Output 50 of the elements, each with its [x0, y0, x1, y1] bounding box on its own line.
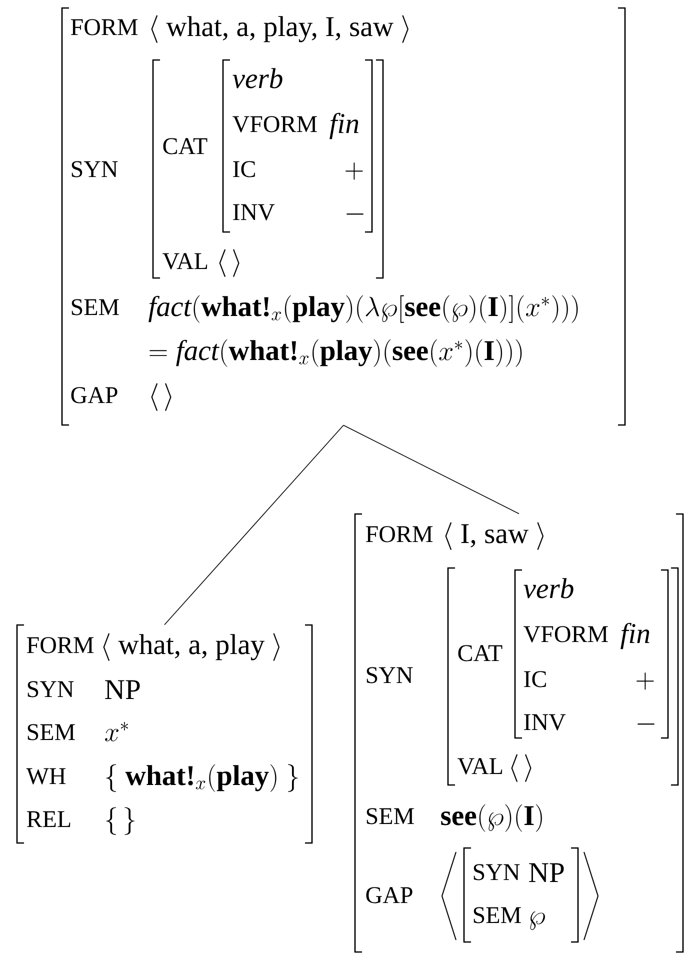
feature-label: REL — [26, 811, 70, 827]
feature-label: INV — [524, 714, 566, 730]
feature-label: SYN — [474, 864, 520, 880]
feature-value: $-$ — [638, 724, 654, 725]
feature-label: SEM — [474, 907, 521, 924]
feature-label: SYN — [72, 161, 118, 178]
feature-label: SYN — [28, 681, 74, 698]
feature-label: VFORM — [524, 626, 608, 642]
feature-value: fin — [330, 112, 358, 140]
feature-label: GAP — [71, 387, 118, 404]
feature-value: $-$ — [346, 214, 364, 215]
feature-label: VAL — [162, 253, 208, 270]
feature-value: $\langle\,\rangle$ — [151, 383, 172, 411]
feature-label: VAL — [458, 758, 502, 774]
feature-label: VFORM — [232, 116, 317, 132]
feature-label: IC — [233, 161, 255, 178]
feature-label: SEM — [28, 724, 75, 740]
feature-label: GAP — [366, 887, 412, 904]
feature-value: $\wp$ — [530, 912, 545, 930]
feature-value: $\mathit{fact}(\textbf{what!}_x(\textbf{play})(\lambda\wp[\mathbf{see}(\wp)(\mathbf{I})](x^*)))$ — [148, 295, 578, 323]
feature-value: $+$ — [636, 672, 654, 690]
feature-value: $\langle\,\rangle$ — [219, 249, 240, 277]
feature-label: SEM — [72, 299, 119, 316]
feature-value: $\langle\ \mbox{what, a, play, I, saw}\ \rangle$ — [151, 15, 408, 43]
feature-value: fin — [620, 622, 650, 650]
feature-label: IC — [524, 671, 546, 688]
feature-label: CAT — [458, 645, 502, 662]
feature-value: $x^*$ — [105, 722, 128, 742]
feature-value: $\langle\ \mbox{what, a, play}\ \rangle$ — [103, 633, 280, 661]
feature-label: SYN — [366, 667, 413, 684]
feature-value: verb — [524, 578, 574, 598]
feature-label: FORM — [366, 526, 433, 542]
feature-value: $+$ — [346, 162, 363, 180]
feature-value: $\langle\,\rangle$ — [511, 754, 532, 782]
feature-value: $\{\ \textbf{what!}_x(\textbf{play})\ \}$ — [106, 764, 298, 792]
feature-value: $\{\,\}$ — [106, 807, 134, 835]
feature-value: verb — [232, 68, 282, 88]
feature-value: NP — [105, 680, 140, 699]
feature-label: SEM — [366, 808, 414, 824]
tree-branch — [164, 424, 344, 626]
tree-branch — [343, 424, 520, 514]
feature-value: $= \mathit{fact}(\textbf{what!}_x(\textbf{play})(\mathbf{see}(x^*)(\mathbf{I})))$ — [150, 339, 522, 367]
feature-label: CAT — [163, 138, 208, 154]
feature-label: FORM — [70, 19, 138, 36]
feature-label: INV — [233, 204, 275, 220]
feature-label: WH — [26, 768, 66, 784]
feature-value: $\langle\ \mbox{I, saw}\ \rangle$ — [445, 522, 544, 550]
feature-value: NP — [529, 863, 564, 882]
feature-label: FORM — [26, 637, 94, 654]
feature-value: $\mathbf{see}(\wp)(\mathbf{I})$ — [441, 804, 542, 832]
